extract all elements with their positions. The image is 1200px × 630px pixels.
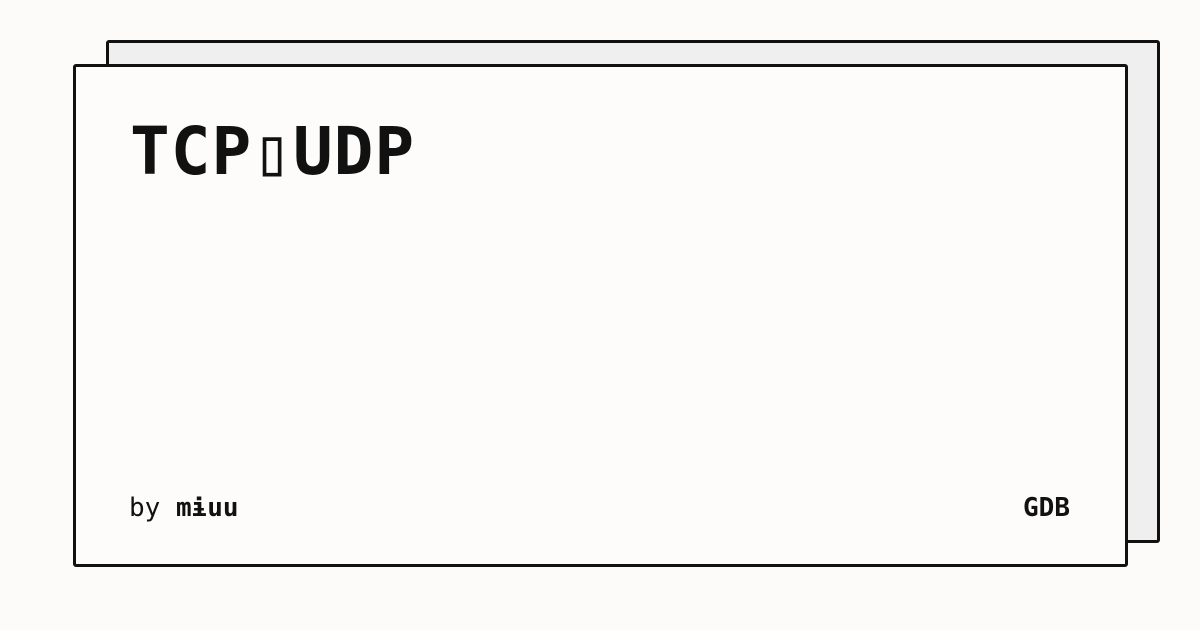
author-name: mɨuu <box>175 493 239 523</box>
page-title: TCP▯UDP <box>130 113 416 190</box>
front-card <box>73 64 1128 567</box>
site-name: GDB <box>1023 493 1070 523</box>
byline-prefix: by <box>129 493 161 523</box>
byline: by mɨuu <box>129 492 239 524</box>
